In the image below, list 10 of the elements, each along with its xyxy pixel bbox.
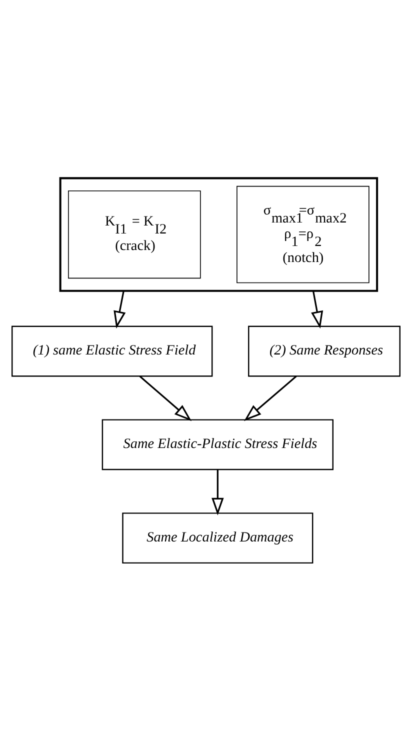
node-box: Same Elastic-Plastic Stress Fields — [102, 418, 334, 470]
node-box: (2) Same Responses — [248, 325, 400, 376]
arrow — [311, 290, 324, 328]
cluster — [59, 176, 378, 292]
arrow — [114, 290, 126, 328]
node-box: Same Localized Damages — [122, 512, 314, 564]
node-box: (1) same Elastic Stress Field — [12, 325, 213, 376]
arrow — [212, 469, 224, 515]
arrow — [244, 375, 297, 421]
arrow — [139, 375, 192, 421]
